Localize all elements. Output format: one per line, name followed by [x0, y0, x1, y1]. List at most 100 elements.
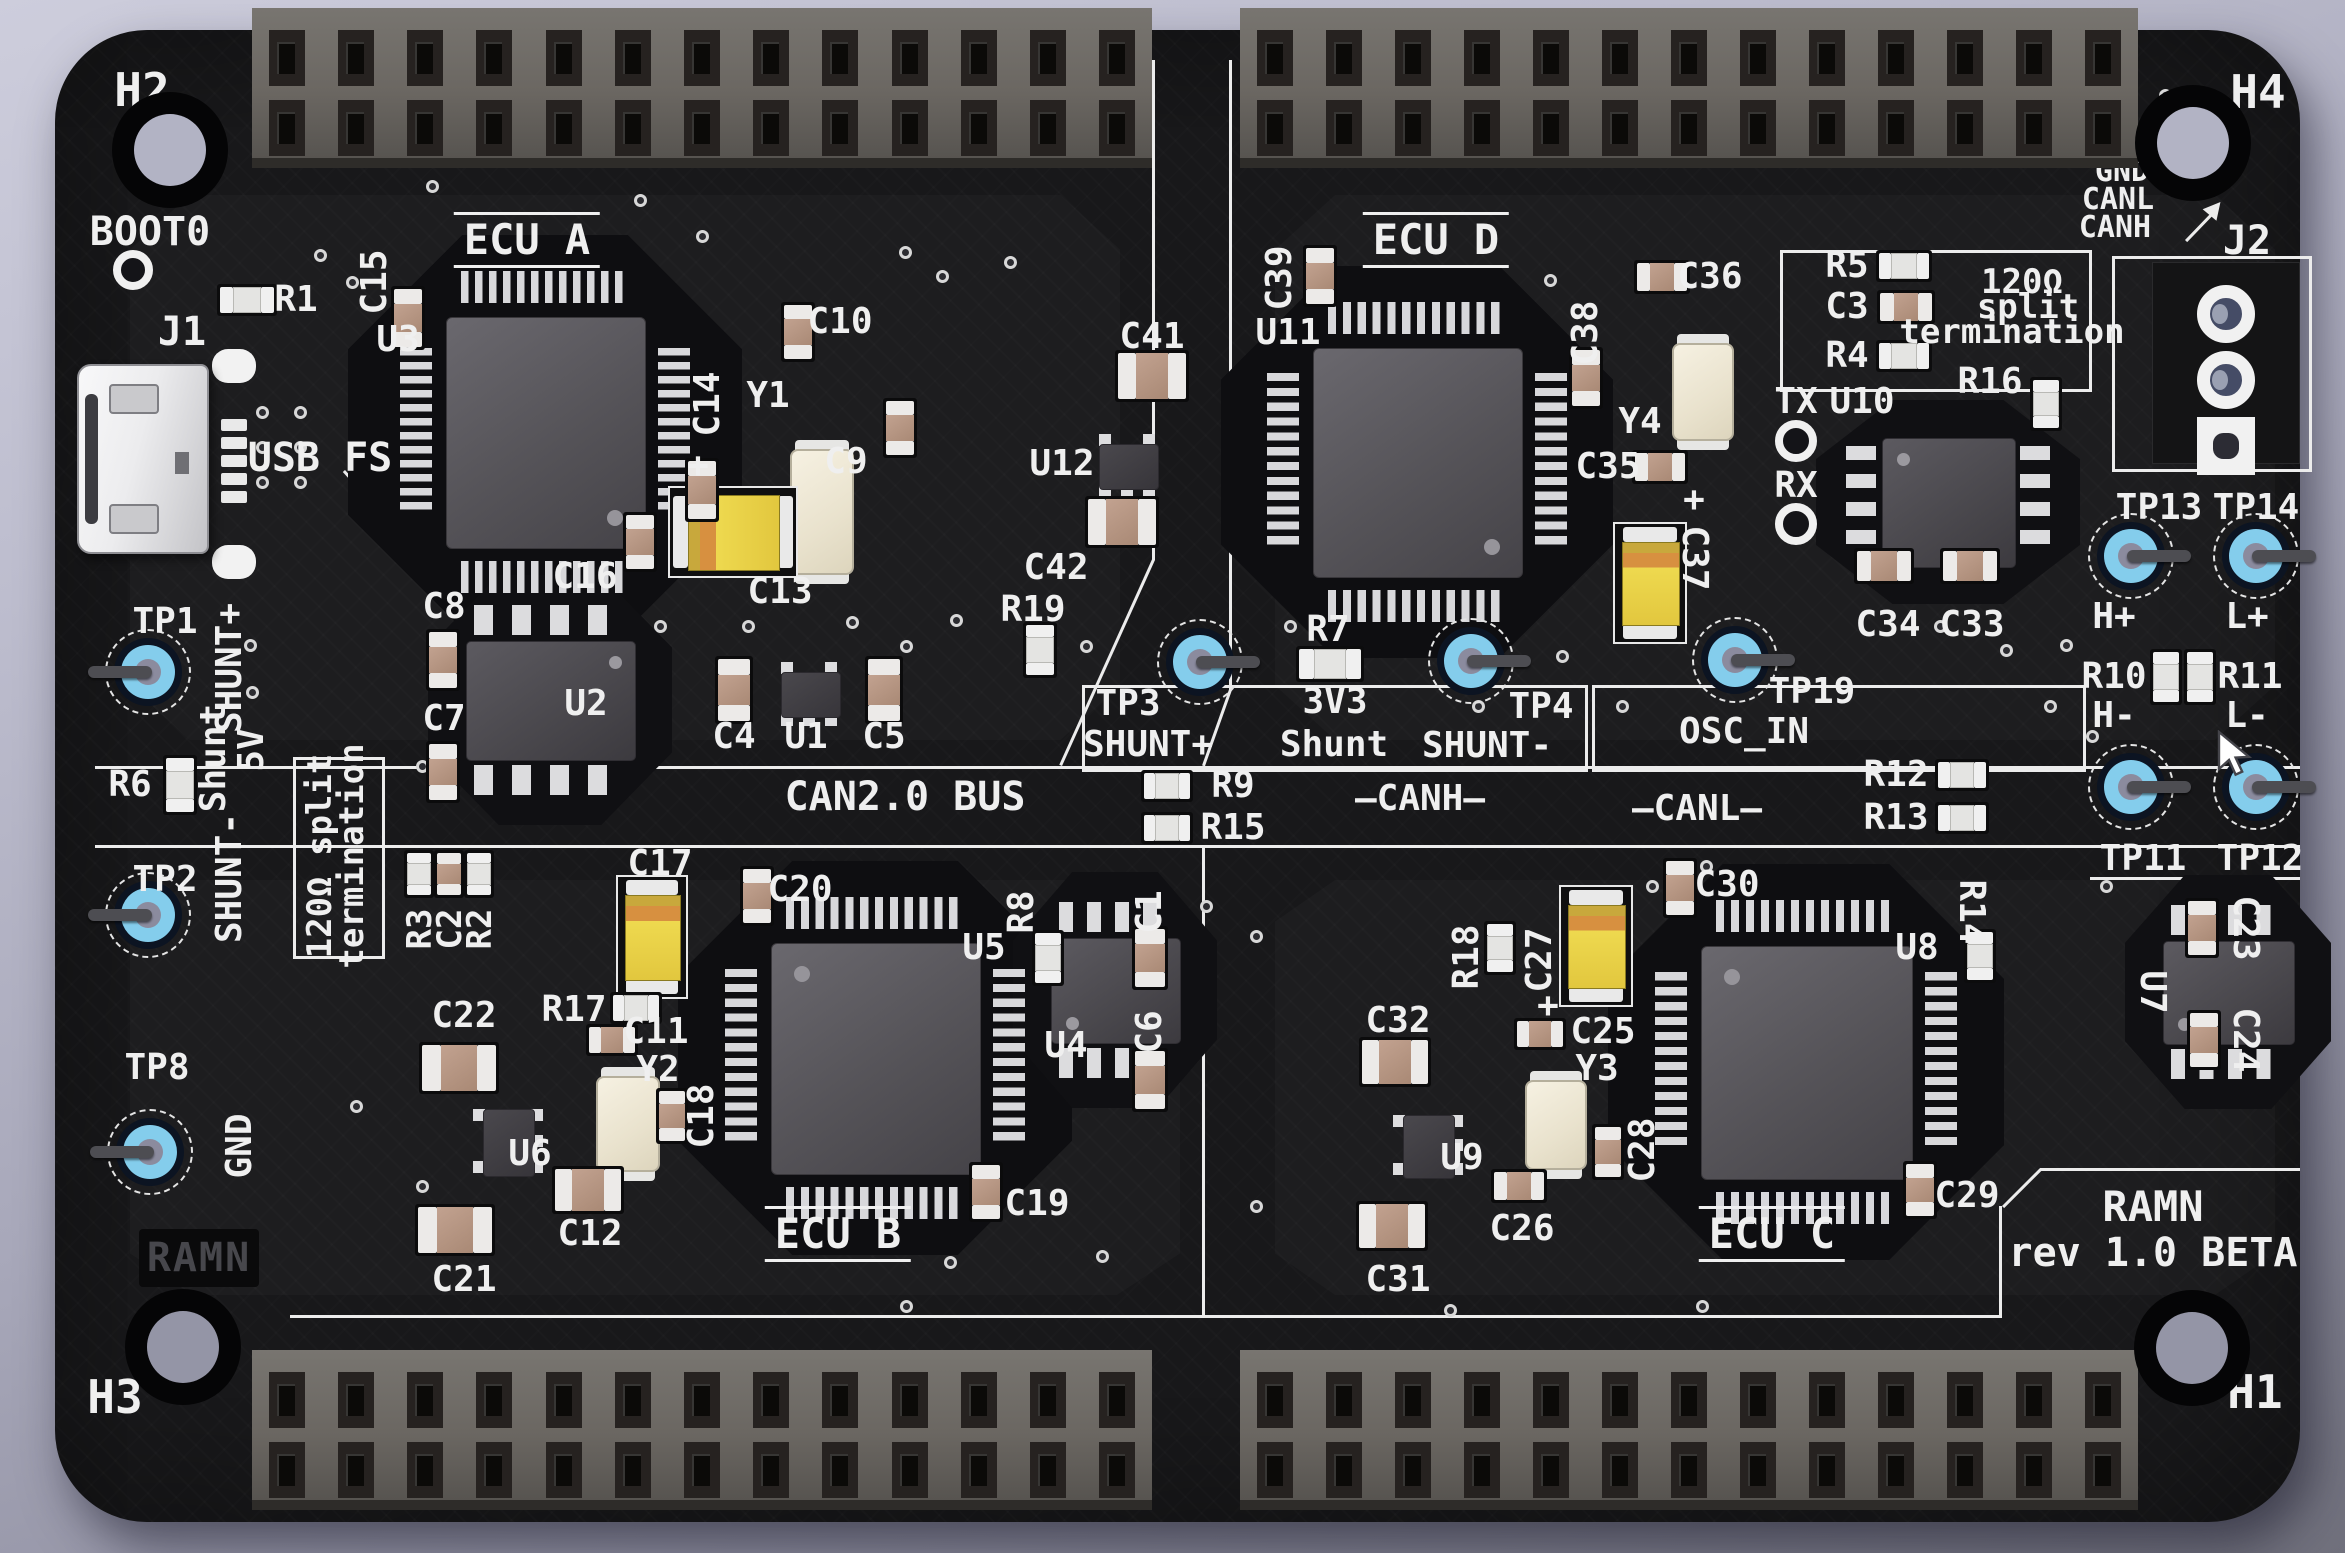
via	[1543, 273, 1557, 287]
res-end	[1026, 663, 1054, 675]
header-pin-hole	[1264, 1384, 1283, 1416]
capacitor	[623, 512, 657, 572]
testpoint-tp11	[2085, 741, 2191, 833]
via	[1555, 649, 1569, 663]
cap-body	[437, 1207, 473, 1253]
cap-end	[626, 515, 654, 530]
header-pin	[614, 1442, 651, 1498]
cap-body	[1957, 551, 1983, 581]
cap-end	[394, 331, 422, 347]
cap-end	[2190, 1052, 2218, 1067]
usb-pin-pad	[221, 473, 247, 485]
via	[255, 405, 269, 419]
qfp-body	[771, 943, 981, 1175]
cap-body	[718, 675, 750, 705]
qfp-body	[1701, 946, 1913, 1180]
res-end	[467, 853, 491, 864]
res-mid	[1967, 943, 1993, 969]
via	[345, 275, 359, 289]
pin1-dot	[1897, 453, 1910, 466]
tant-bodyv	[1622, 542, 1680, 626]
res-mid	[1155, 815, 1179, 841]
qfp-pins-bottom	[1328, 590, 1506, 622]
header-pin-hole	[1333, 1454, 1352, 1486]
via	[1645, 879, 1659, 893]
header-pin-hole	[2024, 1454, 2043, 1486]
header-pin-hole	[484, 112, 503, 144]
via	[741, 619, 755, 633]
header-pin-hole	[1817, 1454, 1836, 1486]
cap-end	[1674, 263, 1687, 291]
capacitor	[1877, 290, 1935, 324]
resistor	[404, 850, 434, 898]
cap-body	[1507, 1172, 1531, 1200]
resistor	[2184, 649, 2216, 705]
cap-end	[718, 659, 750, 676]
cap-end	[1362, 1040, 1380, 1084]
cap-end	[429, 744, 457, 759]
header-pin	[1463, 1442, 1500, 1498]
cap-body	[1528, 1021, 1552, 1047]
via	[293, 475, 307, 489]
header-pin	[1671, 1442, 1707, 1498]
header-pin	[1601, 1372, 1638, 1428]
cap-body	[2188, 915, 2216, 941]
component-c27	[1559, 885, 1633, 1007]
cap-body	[1906, 1177, 1934, 1203]
capacitor	[1632, 450, 1688, 484]
cap-end	[1595, 1127, 1621, 1140]
header-pin-hole	[899, 112, 918, 144]
component-c37	[1613, 522, 1687, 644]
via	[255, 475, 269, 489]
res-mid	[407, 863, 431, 885]
usb-pin-pad	[221, 437, 247, 449]
res-end	[2187, 690, 2213, 702]
via	[2059, 638, 2073, 652]
res-end	[1879, 343, 1891, 369]
via	[2099, 879, 2113, 893]
header-pin-hole	[1402, 1454, 1421, 1486]
cap-end	[1896, 551, 1911, 581]
via	[1095, 1249, 1109, 1263]
silk-label-c20: C20	[767, 869, 833, 910]
silkscreen-box	[1592, 685, 2086, 772]
silk-label-u1: U1	[784, 716, 828, 757]
cap-end	[1880, 293, 1894, 321]
soic-pins-top	[474, 605, 626, 635]
header-pin	[337, 1442, 374, 1498]
header-pin-hole	[622, 112, 641, 144]
header-pin-hole	[692, 42, 710, 74]
capacitor	[1854, 548, 1914, 584]
header-pin-hole	[1817, 112, 1836, 144]
cap-body	[437, 863, 461, 885]
silk-label-c35: C35	[1575, 446, 1641, 487]
header-pin-hole	[899, 42, 918, 74]
via	[633, 193, 647, 207]
qfp-pins-left	[400, 348, 432, 516]
cap-body	[572, 1169, 604, 1211]
component-y3	[1516, 1071, 1596, 1179]
via	[2043, 699, 2057, 713]
silk-label-tp14: TP14	[2212, 487, 2300, 528]
sot-body	[1403, 1115, 1455, 1179]
capacitor	[419, 1042, 499, 1094]
silk-label--canh-: —CANH—	[1354, 778, 1486, 819]
header-pin	[2016, 30, 2053, 86]
capacitor	[2187, 1010, 2221, 1070]
component-u5	[711, 883, 1039, 1233]
component-u11	[1253, 288, 1581, 636]
cap-end	[1982, 551, 1997, 581]
silk-label-shunt: Shunt	[1279, 724, 1389, 765]
capacitor	[1356, 1201, 1428, 1251]
header-pin	[1256, 1442, 1293, 1498]
silk-label-shunt-: SHUNT-	[1421, 725, 1553, 766]
silk-label-c27: C27	[1519, 927, 1560, 993]
mounting-hole-h2	[112, 92, 228, 208]
header-bottom-left	[252, 1350, 1152, 1510]
silk-label-+: +	[687, 445, 709, 486]
tant-terminal	[626, 880, 678, 895]
header-pin-hole	[968, 42, 987, 74]
sot-body	[1099, 444, 1159, 490]
cap-body	[886, 415, 914, 441]
